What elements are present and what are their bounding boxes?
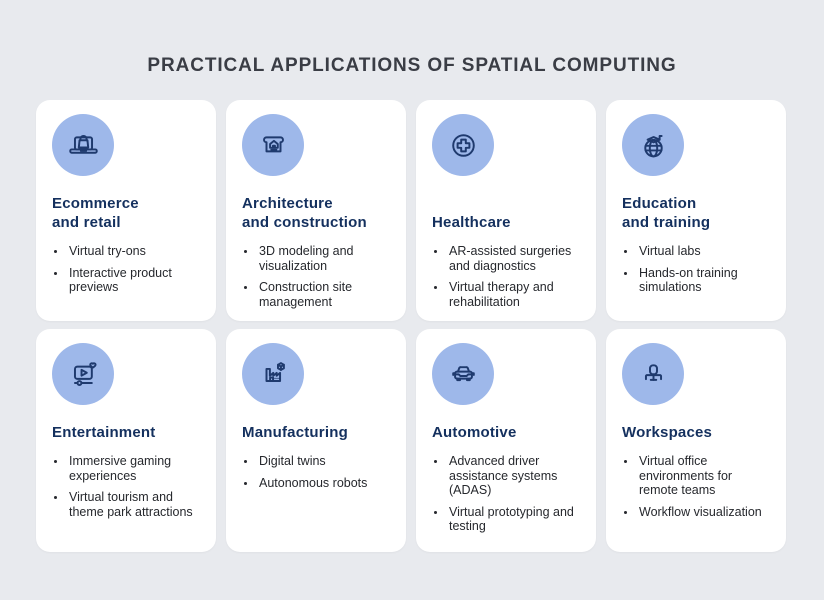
card-title: Automotive <box>432 424 517 441</box>
bullet-list: Advanced driver assistance systems (ADAS… <box>432 454 581 534</box>
card-entertainment: Entertainment Immersive gaming experienc… <box>36 329 216 552</box>
bullet-item: Virtual prototyping and testing <box>447 505 581 534</box>
medical-cross-icon <box>451 133 475 157</box>
globe-graduation-cap-icon <box>643 134 663 157</box>
card-automotive: Automotive Advanced driver assistance sy… <box>416 329 596 552</box>
bullet-list: AR-assisted surgeries and diagnostics Vi… <box>432 244 581 309</box>
manufacturing-icon-circle <box>242 343 304 405</box>
factory-cube-icon <box>265 361 285 382</box>
bullet-item: Virtual labs <box>637 244 771 259</box>
card-title: Healthcare <box>432 214 511 231</box>
media-player-heart-icon <box>73 361 97 386</box>
card-title: Architecture and construction <box>242 195 367 231</box>
bullet-item: Construction site management <box>257 280 391 309</box>
card-title-box: Ecommerce and retail <box>52 176 201 232</box>
card-title-box: Architecture and construction <box>242 176 391 232</box>
card-title: Education and training <box>622 195 711 231</box>
bullet-list: Immersive gaming experiences Virtual tou… <box>52 454 201 519</box>
bullet-item: Interactive product previews <box>67 266 201 295</box>
card-title-box: Healthcare <box>432 176 581 232</box>
ecommerce-icon-circle <box>52 114 114 176</box>
card-title-box: Automotive <box>432 405 581 442</box>
bullet-list: Virtual office environments for remote t… <box>622 454 771 519</box>
bullet-list: Digital twins Autonomous robots <box>242 454 391 490</box>
card-ecommerce: Ecommerce and retail Virtual try-ons Int… <box>36 100 216 321</box>
card-title-box: Workspaces <box>622 405 771 442</box>
education-icon-circle <box>622 114 684 176</box>
healthcare-icon-circle <box>432 114 494 176</box>
card-architecture: Architecture and construction 3D modelin… <box>226 100 406 321</box>
entertainment-icon-circle <box>52 343 114 405</box>
card-title-box: Manufacturing <box>242 405 391 442</box>
bullet-item: Digital twins <box>257 454 391 469</box>
bullet-list: Virtual try-ons Interactive product prev… <box>52 244 201 295</box>
bullet-item: Virtual try-ons <box>67 244 201 259</box>
bullet-item: AR-assisted surgeries and diagnostics <box>447 244 581 273</box>
blueprint-house-icon <box>262 135 284 152</box>
card-title: Workspaces <box>622 424 713 441</box>
bullet-item: Advanced driver assistance systems (ADAS… <box>447 454 581 498</box>
bullet-item: Immersive gaming experiences <box>67 454 201 483</box>
bullet-item: Workflow visualization <box>637 505 771 520</box>
workspaces-icon-circle <box>622 343 684 405</box>
automotive-icon-circle <box>432 343 494 405</box>
car-front-icon <box>451 365 475 381</box>
card-manufacturing: Manufacturing Digital twins Autonomous r… <box>226 329 406 552</box>
bullet-item: Hands-on training simulations <box>637 266 771 295</box>
card-grid: Ecommerce and retail Virtual try-ons Int… <box>36 100 786 552</box>
bullet-list: 3D modeling and visualization Constructi… <box>242 244 391 309</box>
card-title: Entertainment <box>52 424 156 441</box>
bullet-item: Virtual office environments for remote t… <box>637 454 771 498</box>
card-title-box: Entertainment <box>52 405 201 442</box>
office-chair-icon <box>644 363 662 381</box>
architecture-icon-circle <box>242 114 304 176</box>
bullet-list: Virtual labs Hands-on training simulatio… <box>622 244 771 295</box>
card-education: Education and training Virtual labs Hand… <box>606 100 786 321</box>
bullet-item: 3D modeling and visualization <box>257 244 391 273</box>
card-workspaces: Workspaces Virtual office environments f… <box>606 329 786 552</box>
card-healthcare: Healthcare AR-assisted surgeries and dia… <box>416 100 596 321</box>
laptop-shopping-bag-icon <box>68 134 98 154</box>
page-title: PRACTICAL APPLICATIONS OF SPATIAL COMPUT… <box>147 55 677 76</box>
bullet-item: Autonomous robots <box>257 476 391 491</box>
card-title: Manufacturing <box>242 424 348 441</box>
card-title: Ecommerce and retail <box>52 195 139 231</box>
card-title-box: Education and training <box>622 176 771 232</box>
bullet-item: Virtual therapy and rehabilitation <box>447 280 581 309</box>
bullet-item: Virtual tourism and theme park attractio… <box>67 490 201 519</box>
